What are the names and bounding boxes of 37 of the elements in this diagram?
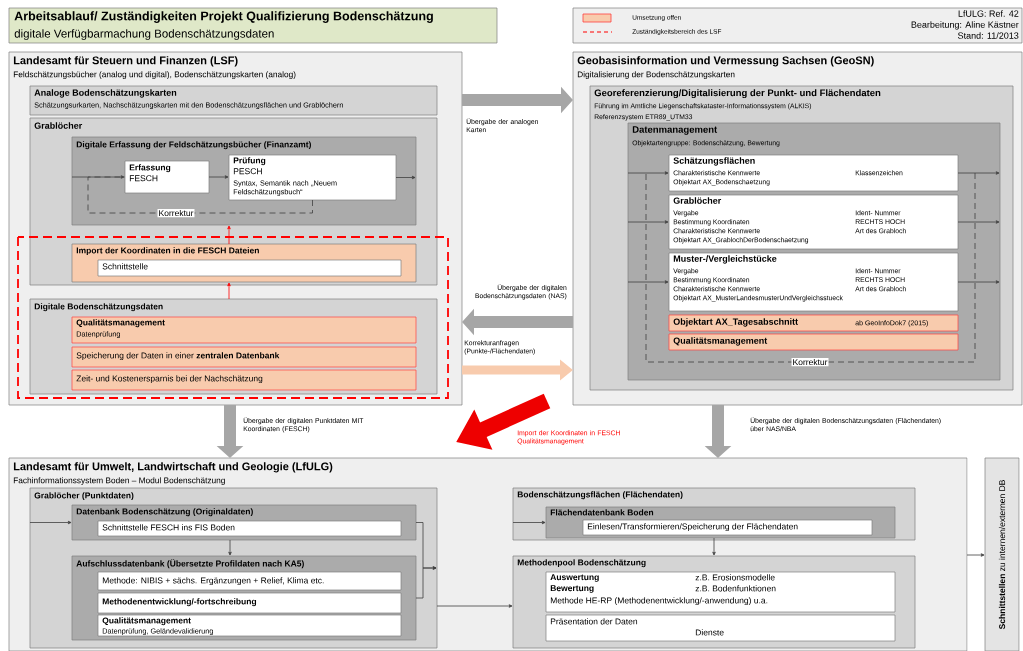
arrow xyxy=(512,520,546,525)
arrow xyxy=(208,175,229,179)
process-box: Erfassung FESCH xyxy=(124,160,210,194)
edge-label: Korrektur xyxy=(157,208,195,218)
interface-box: Schnittstelle xyxy=(97,259,402,277)
arrow xyxy=(227,225,231,245)
arrow xyxy=(29,520,72,525)
method-box: Präsentation der Daten Dienste xyxy=(545,614,896,642)
title-box: Arbeitsablauf/ Zuständigkeiten Projekt Qualifizierung Bodenschätzung digitale Verfügbarmachung Bodenschätzungsdaten xyxy=(8,7,498,44)
arrow xyxy=(228,539,232,556)
arrow xyxy=(395,175,416,180)
method-box: Methodenentwicklung/-fortschreibung xyxy=(97,592,402,614)
arrow xyxy=(627,220,669,224)
arrow xyxy=(957,280,1000,284)
arrow xyxy=(71,175,125,179)
arrow xyxy=(227,282,231,300)
feedback-line xyxy=(87,176,313,214)
method-box: Methode: NIBIS + sächs. Ergänzungen + Relief, Klima etc. xyxy=(97,571,402,591)
interface-panel: Schnittstellen zu internen/externen DB xyxy=(984,457,1020,651)
interface-box: Schnittstelle FESCH ins FIS Boden xyxy=(97,520,402,537)
arrow xyxy=(957,220,1000,224)
task-box: Zeit- und Kostenersparnis bei der Nachschätzung xyxy=(71,369,417,391)
arrow xyxy=(627,171,669,175)
arrow xyxy=(627,280,669,284)
task-box: Speicherung der Daten in einer zentralen Datenbank xyxy=(71,346,417,368)
arrow xyxy=(712,537,716,556)
text-label: Korrektur xyxy=(791,357,829,367)
arrow xyxy=(966,553,985,557)
text-label: LfULG: Ref. 42 xyxy=(958,10,1019,17)
arrow xyxy=(957,171,1000,175)
text-label: Bearbeitung: Aline Kästner xyxy=(911,21,1019,30)
method-box: Auswertung z.B. Erosionsmodelle Bewertung z.B. Bodenfunktionen Methode HE-RP (Methodenentwicklung/-anwendung) u.a. xyxy=(545,571,896,613)
arrow xyxy=(415,566,437,599)
task-box: Einlesen/Transformieren/Speicherung der Flächendaten xyxy=(582,519,873,536)
task-box: Qualitätsmanagement xyxy=(668,333,959,351)
arrow xyxy=(436,604,513,608)
text-label: Stand: 11/2013 xyxy=(958,32,1019,39)
